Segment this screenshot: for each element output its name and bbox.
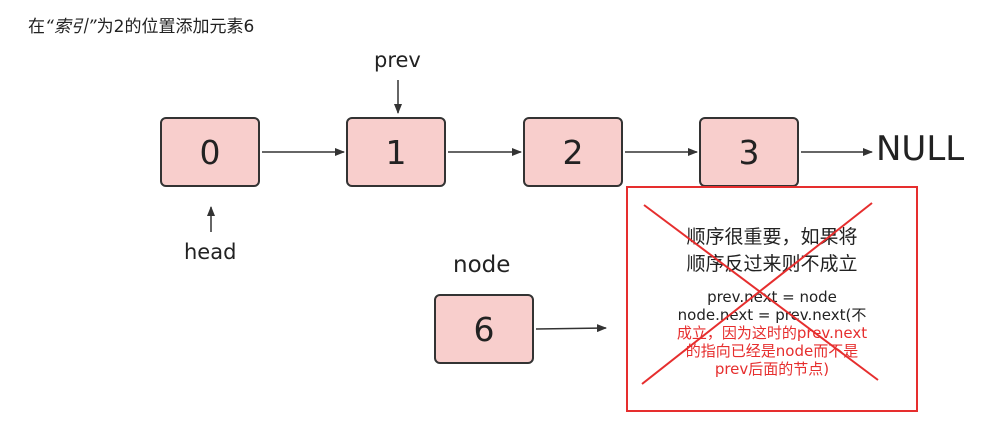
note-heading-line-1: 顺序很重要，如果将 [686, 226, 858, 248]
note-code: prev.next = node node.next = prev.next(不… [628, 288, 916, 378]
null-label: NULL [876, 129, 965, 169]
note-code-line-1: prev.next = node [707, 288, 837, 306]
title-prefix: 在 [28, 17, 45, 37]
prev-label: prev [374, 48, 421, 72]
arrow-new-node-next [535, 324, 607, 333]
new-node-6: 6 [434, 294, 534, 364]
note-code-line-2: node.next = prev.next(不 [677, 306, 867, 324]
note-code-line-3: 成立，因为这时的prev.next [676, 324, 868, 342]
list-node-1: 1 [346, 117, 446, 187]
note-heading-line-2: 顺序反过来则不成立 [686, 253, 858, 275]
note-heading: 顺序很重要，如果将 顺序反过来则不成立 [628, 224, 916, 278]
node-label: node [453, 252, 511, 278]
note-code-line-5: prev后面的节点) [714, 360, 830, 378]
list-node-0: 0 [160, 117, 260, 187]
head-label: head [184, 240, 237, 264]
list-node-2: 2 [523, 117, 623, 187]
note-box: 顺序很重要，如果将 顺序反过来则不成立 prev.next = node nod… [626, 186, 918, 412]
title-quoted-word: “索引” [45, 17, 97, 37]
list-node-3: 3 [699, 117, 799, 187]
title-suffix: 为2的位置添加元素6 [96, 17, 255, 37]
diagram-title: 在“索引”为2的位置添加元素6 [28, 12, 254, 37]
note-code-line-4: 的指向已经是node而不是 [685, 342, 859, 360]
